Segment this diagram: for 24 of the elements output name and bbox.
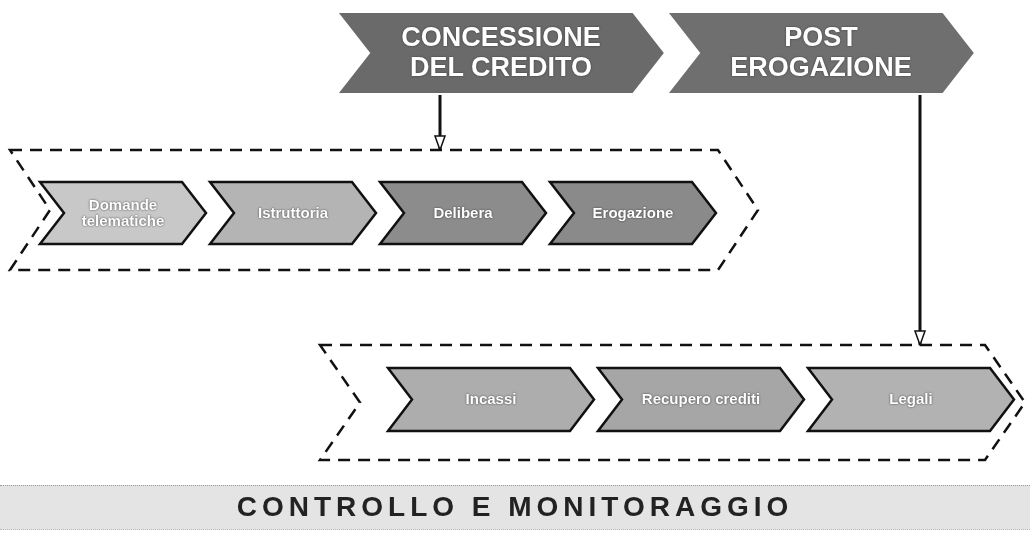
band-title: CONTROLLO E MONITORAGGIO	[236, 492, 794, 523]
process-step	[388, 368, 594, 431]
phase-label: POST EROGAZIONE	[729, 23, 913, 83]
step-label: Istruttoria	[258, 204, 328, 222]
process-step	[598, 368, 804, 431]
arrow	[914, 94, 926, 346]
step-label: Delibera	[433, 204, 493, 222]
step-label: Legali	[889, 391, 933, 408]
phase-label: CONCESSIONE DEL CREDITO	[400, 23, 602, 83]
process-step	[808, 368, 1014, 431]
phase-banner	[337, 12, 665, 94]
dashed-group-outline	[10, 150, 758, 270]
process-step	[40, 182, 206, 244]
step-label: Recupero crediti	[641, 391, 761, 408]
process-step	[210, 182, 376, 244]
dashed-group-outline	[320, 345, 1025, 460]
process-step	[380, 182, 546, 244]
arrow	[434, 94, 446, 151]
step-label: Erogazione	[592, 204, 674, 222]
process-step	[550, 182, 716, 244]
step-label: Incassi	[465, 391, 517, 408]
phase-banner	[667, 12, 975, 94]
title-band	[0, 485, 1030, 530]
step-label: Domande telematiche	[80, 196, 166, 230]
